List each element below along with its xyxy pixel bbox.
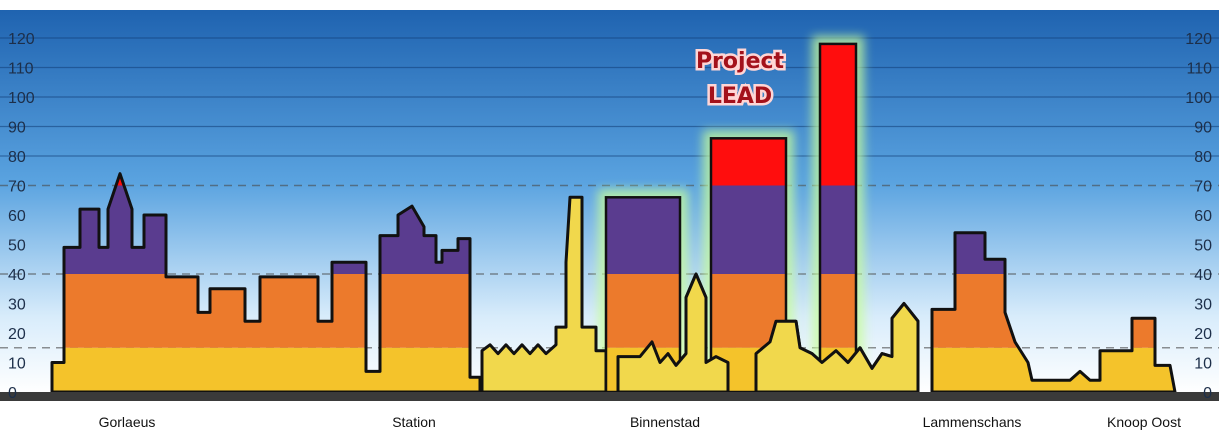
tower-band bbox=[820, 43, 856, 186]
y-tick-label-left: 90 bbox=[8, 120, 26, 137]
y-tick-label-right: 40 bbox=[1194, 267, 1212, 284]
y-tick-label-right: 100 bbox=[1185, 90, 1212, 107]
tower-band bbox=[711, 138, 786, 186]
y-tick-label-left: 50 bbox=[8, 238, 26, 255]
y-tick-label-left: 10 bbox=[8, 356, 26, 373]
y-tick-label-left: 100 bbox=[8, 90, 35, 107]
y-tick-label-left: 40 bbox=[8, 267, 26, 284]
y-tick-label-right: 70 bbox=[1194, 179, 1212, 196]
y-tick-label-right: 110 bbox=[1186, 61, 1212, 78]
district-label-lammenschans: Lammenschans bbox=[923, 414, 1022, 430]
y-tick-label-right: 10 bbox=[1194, 356, 1212, 373]
y-tick-label-right: 50 bbox=[1194, 238, 1212, 255]
project-lead-line1: Project bbox=[696, 49, 785, 74]
y-tick-label-right: 80 bbox=[1194, 149, 1212, 166]
y-tick-label-left: 120 bbox=[8, 31, 35, 48]
y-tick-label-right: 120 bbox=[1185, 31, 1212, 48]
y-tick-label-right: 30 bbox=[1194, 297, 1212, 314]
project-lead-annotation: Project LEAD bbox=[693, 47, 787, 112]
low-building bbox=[616, 272, 730, 394]
y-tick-label-right: 90 bbox=[1194, 120, 1212, 137]
project-lead-line2: LEAD bbox=[708, 84, 772, 109]
district-label-binnenstad: Binnenstad bbox=[630, 414, 700, 430]
low-building bbox=[754, 302, 920, 394]
y-axis-right: 0 10 20 30 40 50 60 70 80 90 100 110 120 bbox=[1185, 31, 1212, 402]
y-tick-label-right: 20 bbox=[1194, 326, 1212, 343]
tower-band bbox=[711, 185, 786, 274]
y-tick-label-left: 80 bbox=[8, 149, 26, 166]
y-tick-label-left: 110 bbox=[8, 61, 34, 78]
district-label-station: Station bbox=[392, 414, 436, 430]
tower-band bbox=[820, 274, 856, 348]
district-labels: Gorlaeus Station Binnenstad Lammenschans… bbox=[99, 414, 1181, 430]
y-axis-left: 0 10 20 30 40 50 60 70 80 90 100 110 120 bbox=[8, 31, 35, 402]
y-tick-label-left: 20 bbox=[8, 326, 26, 343]
tower-band bbox=[820, 185, 856, 274]
y-tick-label-left: 30 bbox=[8, 297, 26, 314]
district-label-gorlaeus: Gorlaeus bbox=[99, 414, 156, 430]
y-tick-label-left: 0 bbox=[8, 385, 17, 402]
project-tower bbox=[818, 42, 858, 394]
y-tick-label-left: 60 bbox=[8, 208, 26, 225]
y-tick-label-left: 70 bbox=[8, 179, 26, 196]
skyline-outline bbox=[50, 172, 1177, 394]
tower-band bbox=[606, 197, 680, 274]
ground-strip bbox=[0, 392, 1219, 401]
y-tick-label-right: 60 bbox=[1194, 208, 1212, 225]
tower-band bbox=[606, 274, 680, 348]
y-tick-label-right: 0 bbox=[1203, 385, 1212, 402]
gridlines bbox=[0, 37, 1219, 157]
district-label-knoop-oost: Knoop Oost bbox=[1107, 414, 1181, 430]
project-lead-towers bbox=[604, 42, 920, 394]
low-building bbox=[480, 195, 608, 394]
